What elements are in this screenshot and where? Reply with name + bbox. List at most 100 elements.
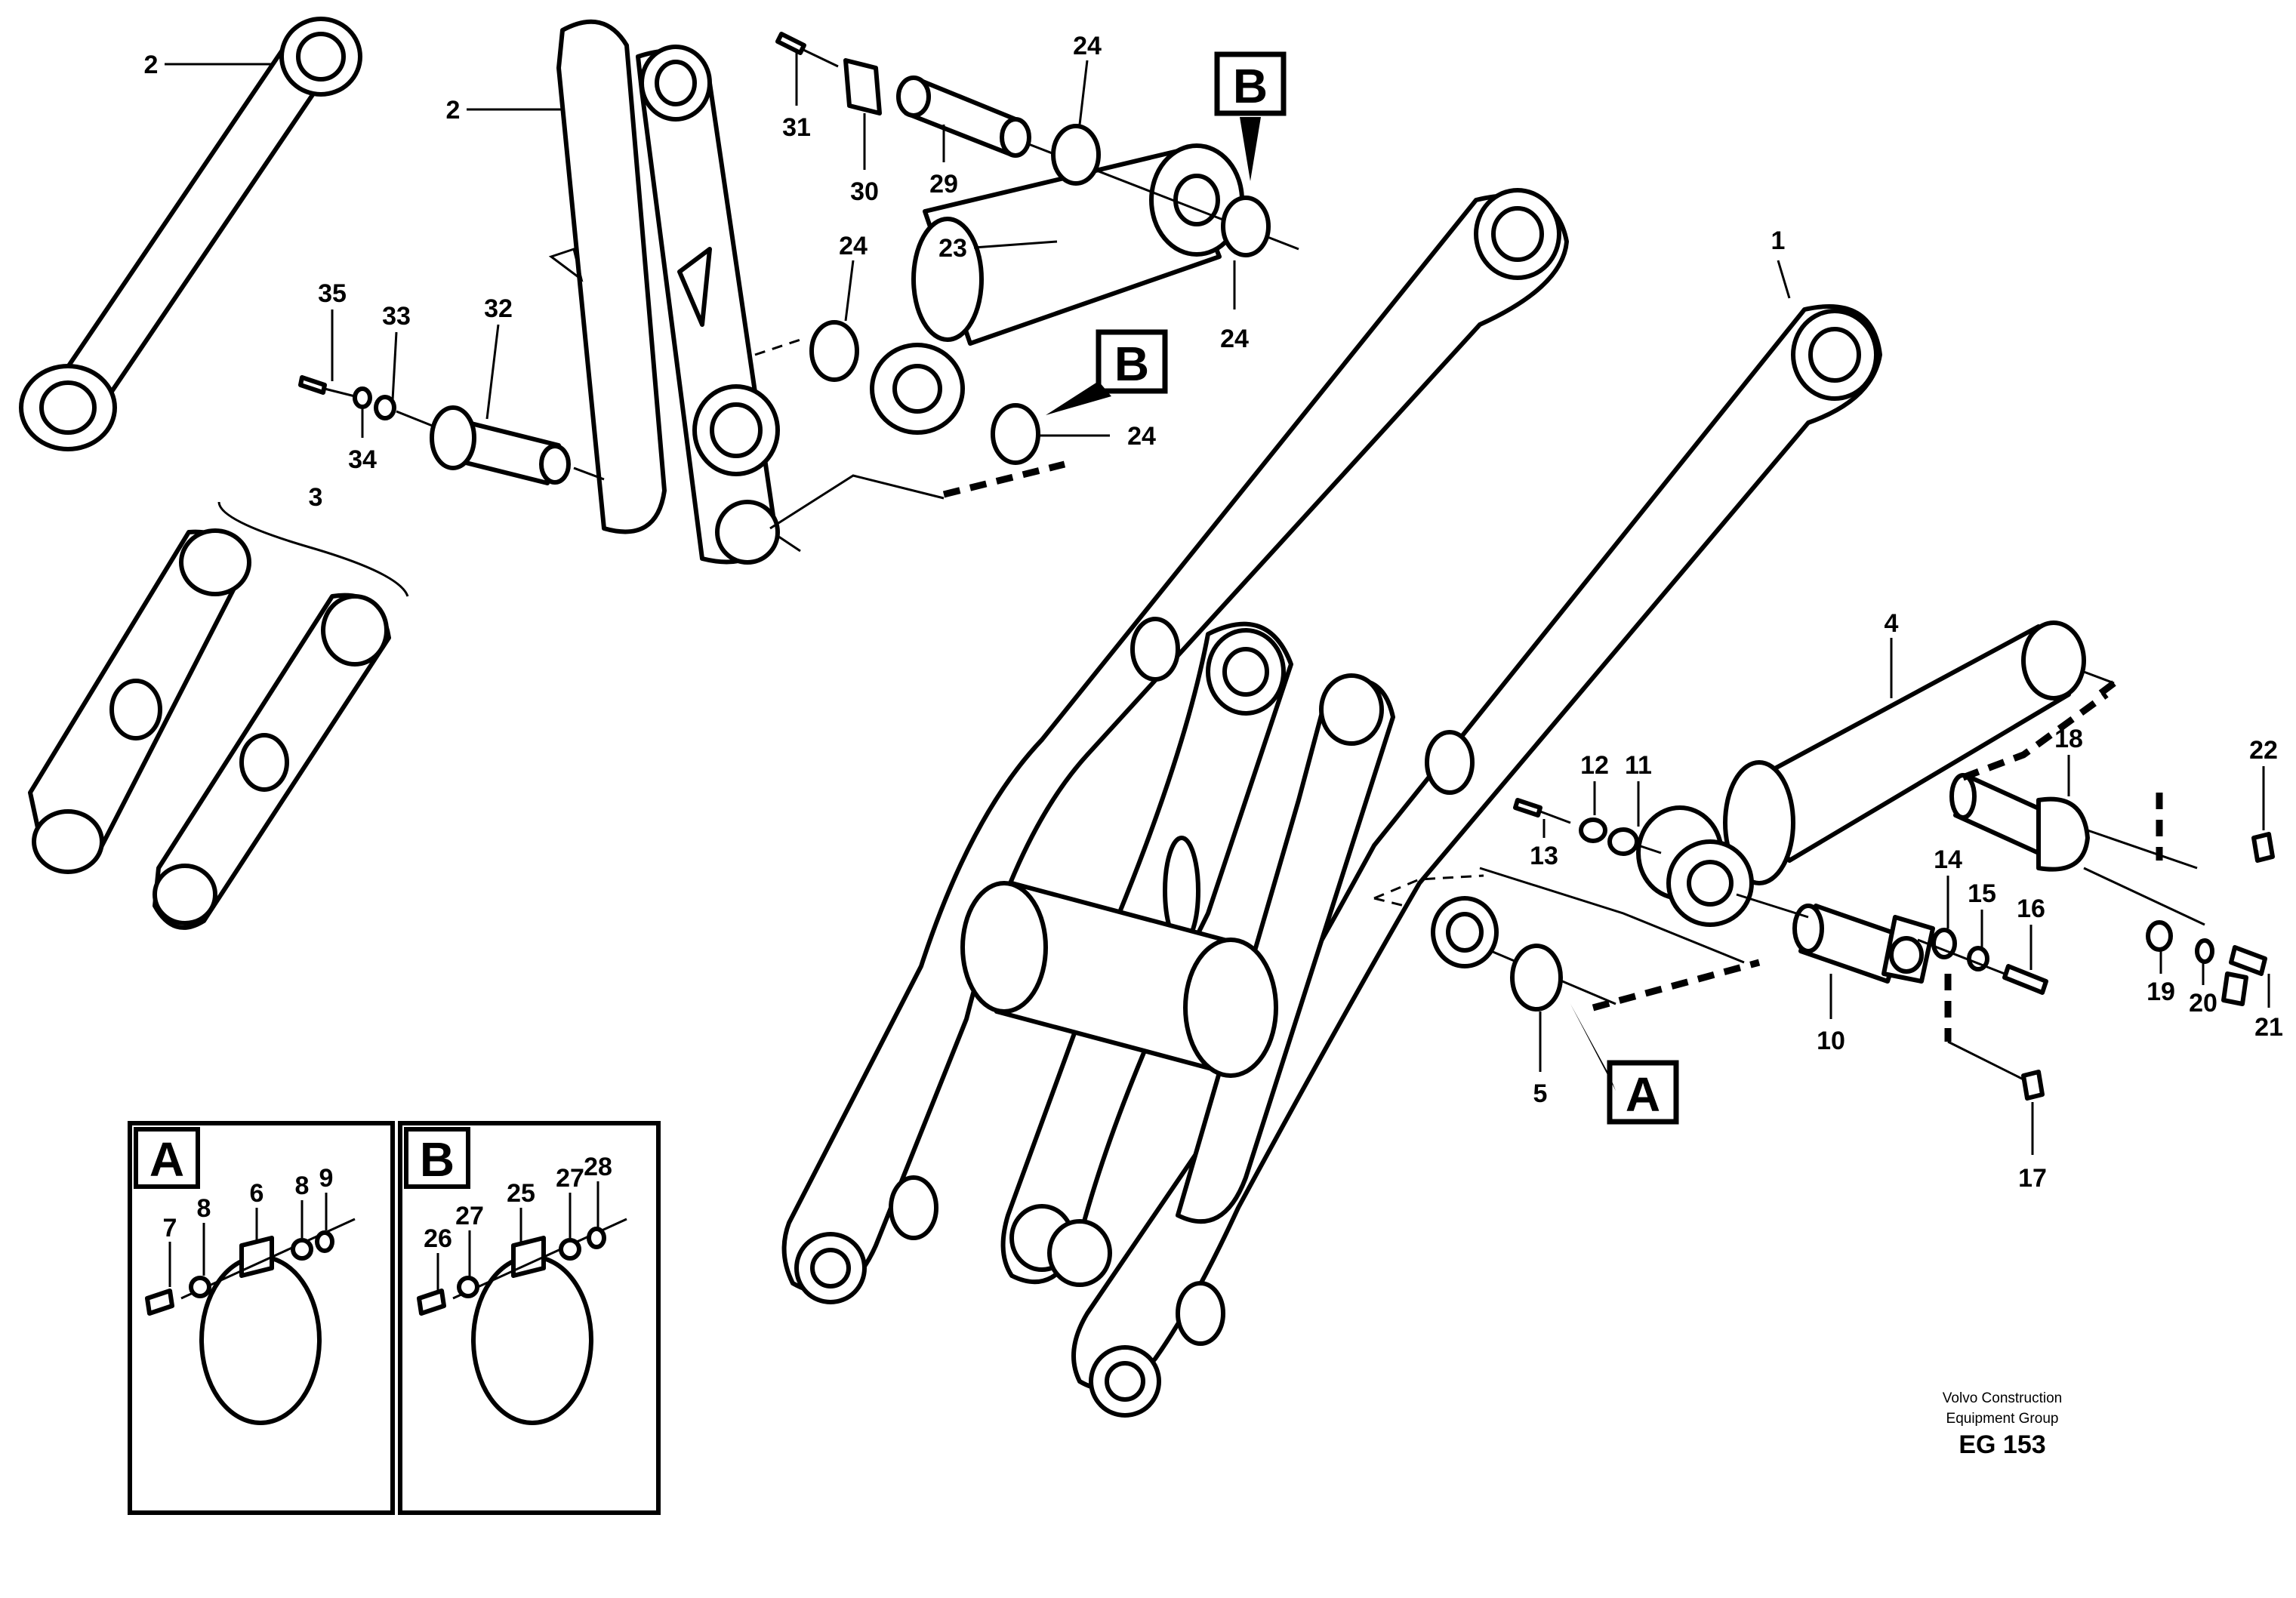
washers-parts-11-13 [1513, 798, 1662, 856]
svg-text:24: 24 [1127, 422, 1156, 451]
pin-part-32 [430, 405, 605, 485]
callout-21: 21 [2254, 974, 2283, 1042]
svg-text:6: 6 [250, 1179, 264, 1208]
reference-box-a-main: A [1570, 1004, 1679, 1125]
svg-text:27: 27 [556, 1164, 584, 1193]
callout-33: 33 [382, 302, 411, 401]
callout-2-double-link: 2 [446, 96, 562, 125]
callout-35: 35 [318, 279, 347, 381]
callout-29: 29 [929, 125, 958, 199]
svg-text:11: 11 [1625, 751, 1652, 780]
callout-22: 22 [2249, 736, 2278, 830]
callout-19: 19 [2147, 951, 2175, 1006]
link-rod-part-2 [19, 17, 362, 451]
callout-16: 16 [2017, 894, 2045, 970]
svg-text:18: 18 [2054, 725, 2083, 753]
svg-text:32: 32 [484, 294, 513, 323]
seal-rings-part-24 [809, 124, 1271, 465]
svg-text:19: 19 [2147, 978, 2175, 1006]
svg-text:24: 24 [1220, 325, 1249, 353]
callout-10: 10 [1817, 974, 1845, 1055]
pin-part-18 [1949, 773, 2205, 926]
link-pair-part-3 [28, 501, 409, 930]
svg-text:31: 31 [782, 113, 811, 142]
callout-2-link: 2 [144, 51, 272, 79]
callout-20: 20 [2189, 962, 2217, 1018]
svg-text:2: 2 [446, 96, 461, 125]
cylinder-part-23 [870, 143, 1244, 435]
callout-24-left: 24 [839, 232, 868, 322]
seal-ring-part-5 [1510, 944, 1563, 1011]
callout-18: 18 [2054, 725, 2083, 796]
callout-4: 4 [1885, 609, 1899, 698]
svg-text:30: 30 [850, 177, 879, 206]
svg-text:5: 5 [1533, 1079, 1548, 1108]
plate-part-30 [843, 58, 882, 115]
callout-24-top: 24 [1073, 32, 1102, 125]
svg-text:29: 29 [929, 170, 958, 199]
cylinder-part-4 [1636, 620, 2115, 927]
reference-lines [754, 338, 2163, 1042]
svg-text:17: 17 [2018, 1164, 2047, 1193]
inset-b: B 26 27 25 27 28 [398, 1121, 661, 1515]
callout-17: 17 [2018, 1102, 2047, 1193]
reference-box-b-mid: B [1046, 329, 1168, 415]
svg-text:2: 2 [144, 51, 159, 79]
callout-15: 15 [1968, 879, 1996, 947]
svg-text:27: 27 [455, 1202, 484, 1230]
callout-13: 13 [1530, 819, 1558, 870]
footer: Volvo Construction Equipment Group EG 15… [1943, 1390, 2062, 1459]
boom-part-1 [781, 188, 1882, 1418]
callout-30: 30 [850, 113, 879, 206]
callout-23: 23 [938, 234, 1058, 263]
callout-14: 14 [1934, 845, 1962, 928]
callout-5: 5 [1533, 1011, 1548, 1108]
svg-text:4: 4 [1885, 609, 1899, 638]
svg-text:15: 15 [1968, 879, 1996, 908]
callout-3: 3 [309, 483, 323, 512]
callout-31: 31 [782, 53, 811, 142]
svg-text:1: 1 [1771, 226, 1786, 255]
svg-text:A: A [149, 1132, 184, 1187]
svg-text:33: 33 [382, 302, 411, 331]
company-line-1: Volvo Construction [1943, 1390, 2062, 1406]
bolt-part-35 [298, 375, 435, 428]
fitting-part-17 [1947, 1040, 2045, 1101]
small-parts-14-16 [1917, 928, 2048, 995]
svg-text:25: 25 [507, 1179, 535, 1208]
svg-text:34: 34 [348, 445, 377, 474]
svg-text:9: 9 [319, 1164, 334, 1193]
figure-code: EG 153 [1959, 1430, 2045, 1459]
callout-11: 11 [1625, 751, 1652, 827]
svg-text:B: B [1114, 337, 1149, 391]
svg-text:23: 23 [938, 234, 967, 263]
svg-text:16: 16 [2017, 894, 2045, 923]
svg-text:8: 8 [295, 1172, 310, 1200]
fitting-part-22 [2251, 832, 2275, 863]
callout-24-right: 24 [1220, 260, 1249, 353]
svg-text:10: 10 [1817, 1027, 1845, 1055]
svg-text:26: 26 [424, 1224, 452, 1253]
svg-text:14: 14 [1934, 845, 1962, 874]
inset-a: A 7 8 6 8 9 [128, 1121, 395, 1515]
callout-24-lower: 24 [1038, 422, 1156, 451]
svg-text:24: 24 [1073, 32, 1102, 60]
svg-text:A: A [1626, 1067, 1660, 1122]
svg-text:B: B [1233, 59, 1268, 113]
callout-12: 12 [1580, 751, 1609, 815]
reference-box-b-top: B [1214, 51, 1287, 181]
svg-text:28: 28 [584, 1153, 612, 1181]
company-line-2: Equipment Group [1946, 1411, 2059, 1427]
svg-text:7: 7 [163, 1214, 177, 1242]
svg-text:13: 13 [1530, 842, 1558, 870]
svg-text:22: 22 [2249, 736, 2278, 765]
svg-text:B: B [420, 1132, 455, 1187]
pin-part-10 [1736, 893, 1935, 984]
small-parts-19-21 [2146, 920, 2267, 1006]
svg-text:3: 3 [309, 483, 323, 512]
callout-32: 32 [484, 294, 513, 420]
svg-text:20: 20 [2189, 989, 2217, 1018]
bolt-part-31 [775, 32, 839, 68]
svg-text:8: 8 [197, 1194, 211, 1223]
